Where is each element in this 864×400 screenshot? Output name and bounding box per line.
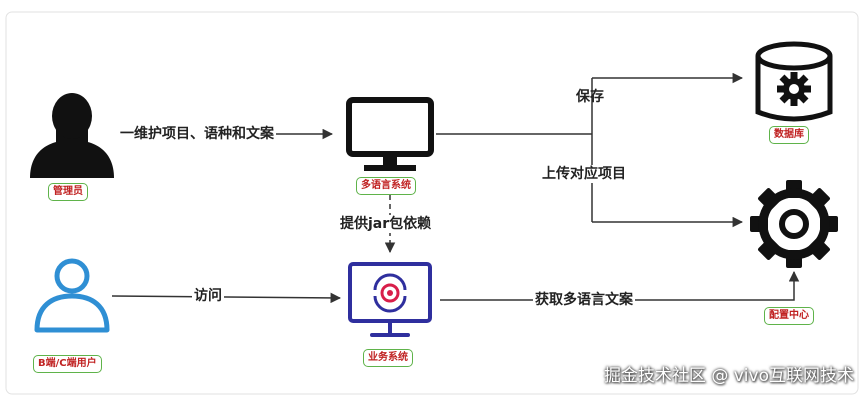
business-monitor-icon	[348, 262, 432, 337]
node-tag-business-system: 业务系统	[363, 349, 413, 367]
outer-frame	[5, 11, 859, 395]
watermark-text: 掘金技术社区 @ vivo互联网技术	[603, 366, 854, 386]
user-person-icon	[34, 258, 110, 333]
node-tag-user: B端/C端用户	[33, 355, 102, 373]
edge-label-save: 保存	[576, 89, 604, 105]
config-gear-icon	[750, 180, 838, 268]
edge-visit-line	[111, 292, 342, 304]
node-tag-admin: 管理员	[48, 183, 88, 201]
edge-label-fetch: 获取多语言文案	[533, 291, 635, 309]
node-tag-multilang-system: 多语言系统	[356, 177, 416, 195]
edge-label-jar: 提供jar包依赖	[338, 215, 434, 233]
multilang-monitor-icon	[346, 97, 434, 171]
edge-label-visit: 访问	[192, 287, 224, 305]
admin-person-icon	[30, 93, 114, 178]
node-tag-config-center: 配置中心	[764, 307, 814, 325]
database-icon	[755, 41, 833, 122]
edge-label-upload: 上传对应项目	[540, 165, 628, 183]
edge-label-maintain: 一维护项目、语种和文案	[118, 125, 276, 143]
node-tag-database: 数据库	[769, 126, 809, 144]
